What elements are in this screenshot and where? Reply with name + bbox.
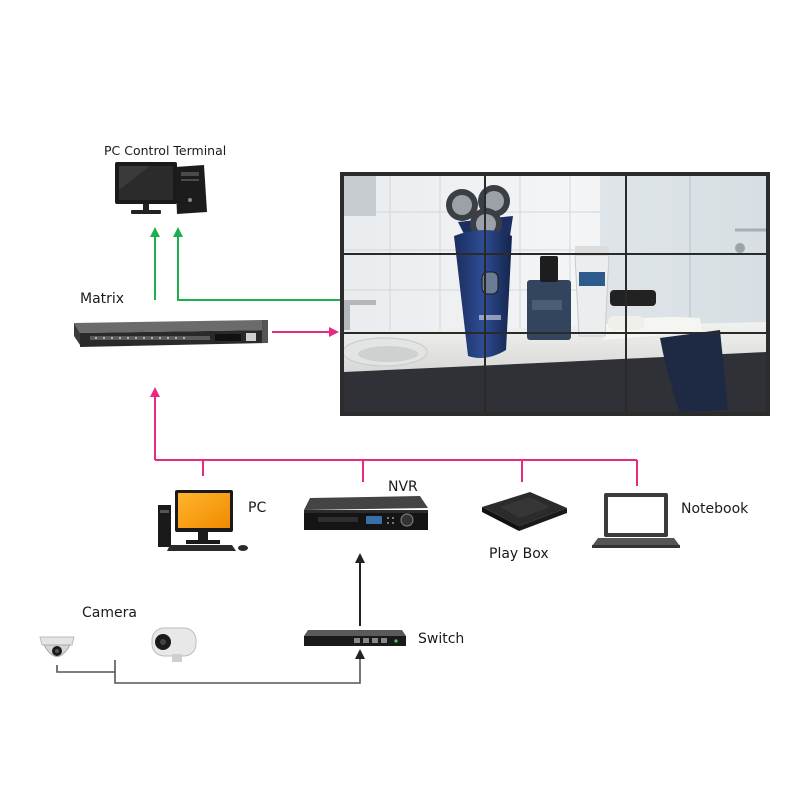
keyboard-icon xyxy=(167,545,248,551)
label-matrix: Matrix xyxy=(80,291,124,307)
dome-camera-icon xyxy=(39,636,75,657)
laptop-icon xyxy=(592,493,680,548)
label-switch: Switch xyxy=(418,631,464,647)
pc-tower-icon xyxy=(158,505,171,547)
network-switch-icon xyxy=(304,630,406,646)
nvr-icon xyxy=(304,496,428,530)
bathroom-scene xyxy=(344,176,766,412)
label-nvr: NVR xyxy=(388,479,418,495)
pc-station xyxy=(158,490,248,551)
label-pc: PC xyxy=(248,500,266,516)
label-notebook: Notebook xyxy=(681,501,749,517)
matrix-switcher-icon xyxy=(74,320,268,347)
pc-control-terminal xyxy=(115,162,207,214)
label-play-box: Play Box xyxy=(489,546,549,562)
gray-link-camera1 xyxy=(56,665,115,673)
pc-tower-icon xyxy=(175,165,207,214)
play-box-icon xyxy=(482,492,567,531)
gray-link-cameras-to-switch xyxy=(114,649,365,684)
video-wall-bezels xyxy=(344,176,766,412)
label-camera: Camera xyxy=(82,605,137,621)
monitor-icon xyxy=(175,490,233,544)
bullet-camera-icon xyxy=(151,627,197,662)
monitor-icon xyxy=(115,162,177,214)
label-pc-control-terminal: PC Control Terminal xyxy=(104,143,226,158)
green-link-wall-to-terminal xyxy=(173,227,340,301)
video-wall-display xyxy=(340,172,770,416)
shaver-product xyxy=(446,185,513,358)
